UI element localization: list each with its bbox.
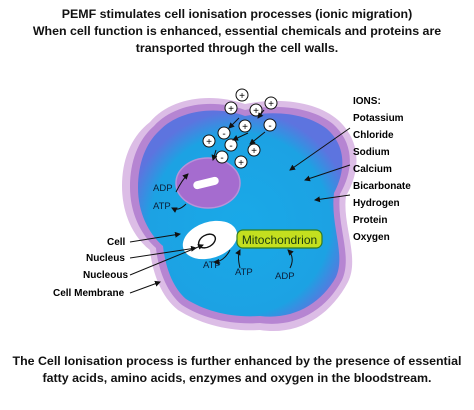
svg-text:+: + [206,137,212,148]
cell-parts-labels: Cell Nucleus Nucleous Cell Membrane [53,237,128,299]
header-caption: PEMF stimulates cell ionisation processe… [0,6,474,57]
ion-item: Chloride [353,130,394,141]
ion-minus: - [224,138,238,152]
ion-plus: + [247,143,261,157]
footer-line-2: fatty acids, amino acids, enzymes and ox… [42,371,432,385]
cell-parts-leader-lines [129,231,204,294]
svg-text:+: + [251,146,257,157]
header-line-1: PEMF stimulates cell ionisation processe… [61,7,413,21]
adp-bottom-label: ADP [275,271,295,282]
label-cell: Cell [107,237,126,248]
ion-item: Oxygen [353,232,390,243]
ion-migration-arrows [211,109,266,161]
atp-bottom-label: ATP [235,267,253,278]
ion-plus: + [202,134,216,148]
atp-nucleus-label: ATP [203,260,221,271]
atp-top-label: ATP [153,201,171,212]
svg-text:-: - [229,141,232,152]
ion-item: Calcium [353,164,392,175]
svg-text:+: + [239,91,245,102]
svg-text:-: - [222,129,225,140]
mitochondrion: Mitochondrion [236,229,323,249]
metabolic-arrows [171,173,294,269]
svg-text:-: - [220,153,223,164]
ion-item: Sodium [353,147,390,158]
ion-item: Potassium [353,113,404,124]
footer-line-1: The Cell Ionisation process is further e… [12,354,462,368]
ions-title: IONS: [353,96,381,107]
ion-minus: - [217,126,231,140]
label-cell-membrane: Cell Membrane [53,288,125,299]
ion-item: Protein [353,215,387,226]
ion-plus: + [264,96,278,110]
ion-plus: + [238,119,252,133]
header-line-3: transported through the cell walls. [135,41,339,55]
header-line-2: When cell function is enhanced, essentia… [32,24,442,38]
vacuole [175,157,241,209]
ion-particles: + + + + + - - + - + - + [202,88,278,169]
svg-text:+: + [253,106,259,117]
label-nucleus: Nucleus [86,253,125,264]
svg-text:+: + [228,104,234,115]
svg-text:+: + [268,99,274,110]
ion-item: Hydrogen [353,198,400,209]
ions-leader-lines [289,127,351,203]
label-nucleous: Nucleous [83,270,128,281]
ion-plus: + [235,88,249,102]
svg-text:+: + [238,158,244,169]
svg-text:-: - [268,121,271,132]
footer-caption: The Cell Ionisation process is further e… [0,353,474,387]
ion-plus: + [234,155,248,169]
ion-plus: + [224,101,238,115]
mitochondrion-label: Mitochondrion [242,233,317,247]
svg-text:+: + [242,122,248,133]
ion-item: Bicarbonate [353,181,411,192]
adp-top-label: ADP [153,183,173,194]
ions-list: IONS: Potassium Chloride Sodium Calcium … [353,96,411,243]
ion-minus: - [263,118,277,132]
